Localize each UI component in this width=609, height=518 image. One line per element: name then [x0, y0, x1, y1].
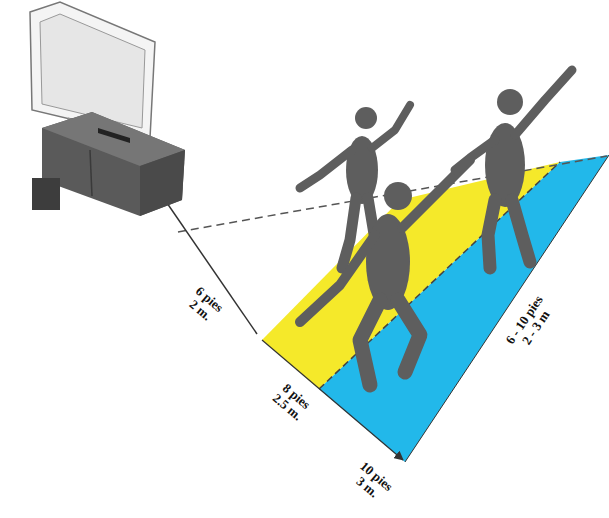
distance-arrow — [156, 187, 257, 334]
dimension-label: 6 pies 2 m. — [182, 282, 229, 327]
dimension-label: 10 pies 3 m. — [346, 457, 397, 506]
player-silhouettes — [300, 70, 572, 385]
dimension-label: 8 pies 2.5 m. — [266, 377, 319, 427]
tv-set — [30, 2, 185, 216]
floor-edge — [262, 340, 403, 460]
